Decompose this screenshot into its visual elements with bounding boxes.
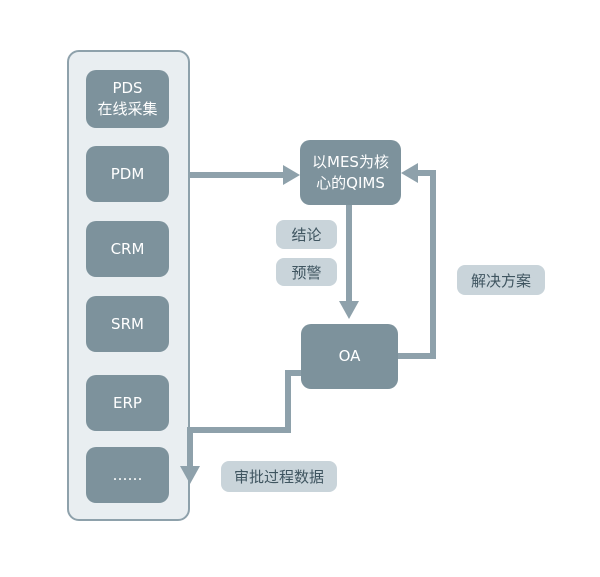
- system-node-pdm-label: PDM: [110, 164, 145, 183]
- system-node-erp: ERP: [86, 375, 169, 431]
- tag-conclusion-label: 结论: [291, 226, 322, 244]
- system-node-more-label: ……: [112, 465, 143, 484]
- system-node-crm: CRM: [86, 221, 169, 277]
- system-node-pds-line1: PDS: [112, 79, 143, 97]
- tag-solution: 解决方案: [457, 265, 545, 295]
- tag-warning-label: 预警: [291, 263, 322, 282]
- qims-node: 以MES为核 心的QIMS: [300, 140, 401, 205]
- tag-solution-label: 解决方案: [470, 271, 531, 290]
- system-node-crm-label: CRM: [110, 239, 145, 258]
- tag-conclusion: 结论: [276, 220, 337, 249]
- arrowhead-qims-input: [283, 165, 300, 185]
- tag-approval-data: 审批过程数据: [221, 461, 337, 492]
- arrowhead-systems-input: [180, 466, 200, 484]
- qims-node-line1: 以MES为核: [312, 152, 389, 171]
- system-node-more: ……: [86, 447, 169, 503]
- qims-node-line2: 心的QIMS: [316, 173, 385, 192]
- tag-warning: 预警: [276, 258, 337, 286]
- arrow-oa-to-systems: [187, 370, 301, 466]
- systems-panel: [67, 50, 190, 521]
- tag-approval-data-label: 审批过程数据: [233, 468, 324, 486]
- system-node-pdm: PDM: [86, 146, 169, 202]
- system-node-erp-label: ERP: [113, 393, 142, 412]
- system-node-srm-label: SRM: [111, 314, 144, 333]
- arrowhead-qims-feedback: [401, 163, 418, 183]
- system-node-pds-line2: 在线采集: [97, 100, 158, 118]
- arrowhead-oa-input: [339, 301, 359, 319]
- arrow-oa-to-qims: [398, 170, 436, 359]
- oa-node: OA: [301, 324, 398, 389]
- system-node-srm: SRM: [86, 296, 169, 352]
- system-node-pds: PDS 在线采集: [86, 70, 169, 128]
- oa-node-label: OA: [338, 347, 361, 365]
